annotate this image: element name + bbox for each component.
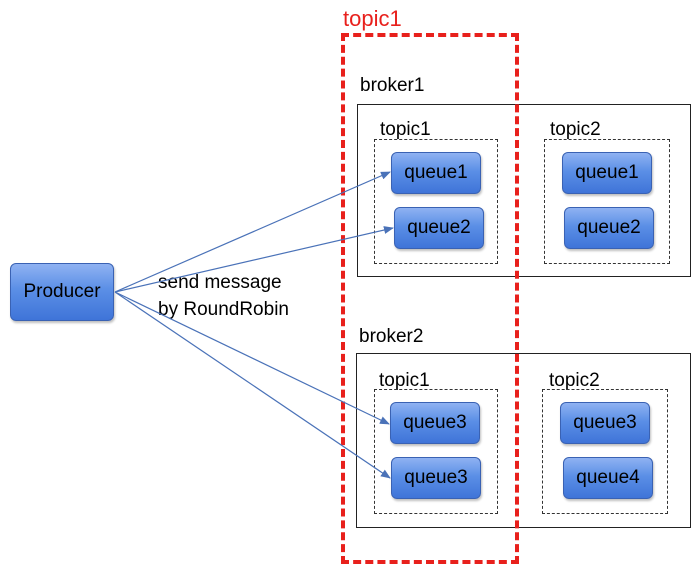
broker1-topic1-label: topic1	[380, 119, 431, 140]
broker2-topic1-queue3a: queue3	[390, 402, 480, 444]
broker2-topic2-queue3: queue3	[560, 402, 650, 444]
send-message-line2: by RoundRobin	[158, 299, 289, 320]
broker1-topic1-queue2: queue2	[394, 207, 484, 249]
send-message-line1: send message	[158, 272, 282, 293]
broker1-topic2-queue2: queue2	[564, 207, 654, 249]
broker1-label: broker1	[360, 75, 425, 96]
broker2-topic2-label: topic2	[549, 370, 600, 391]
broker1-topic2-box	[544, 139, 670, 264]
broker2-topic2-box	[542, 389, 668, 514]
broker2-topic1-queue3b: queue3	[391, 457, 481, 499]
topic-group-frame	[341, 33, 519, 564]
broker1-topic1-queue1: queue1	[391, 152, 481, 194]
broker2-topic1-label: topic1	[379, 370, 430, 391]
broker2-topic2-queue4: queue4	[563, 457, 653, 499]
broker1-topic2-queue1: queue1	[562, 152, 652, 194]
broker1-topic2-label: topic2	[550, 119, 601, 140]
producer-node: Producer	[10, 263, 114, 321]
topic-group-label: topic1	[343, 6, 402, 31]
